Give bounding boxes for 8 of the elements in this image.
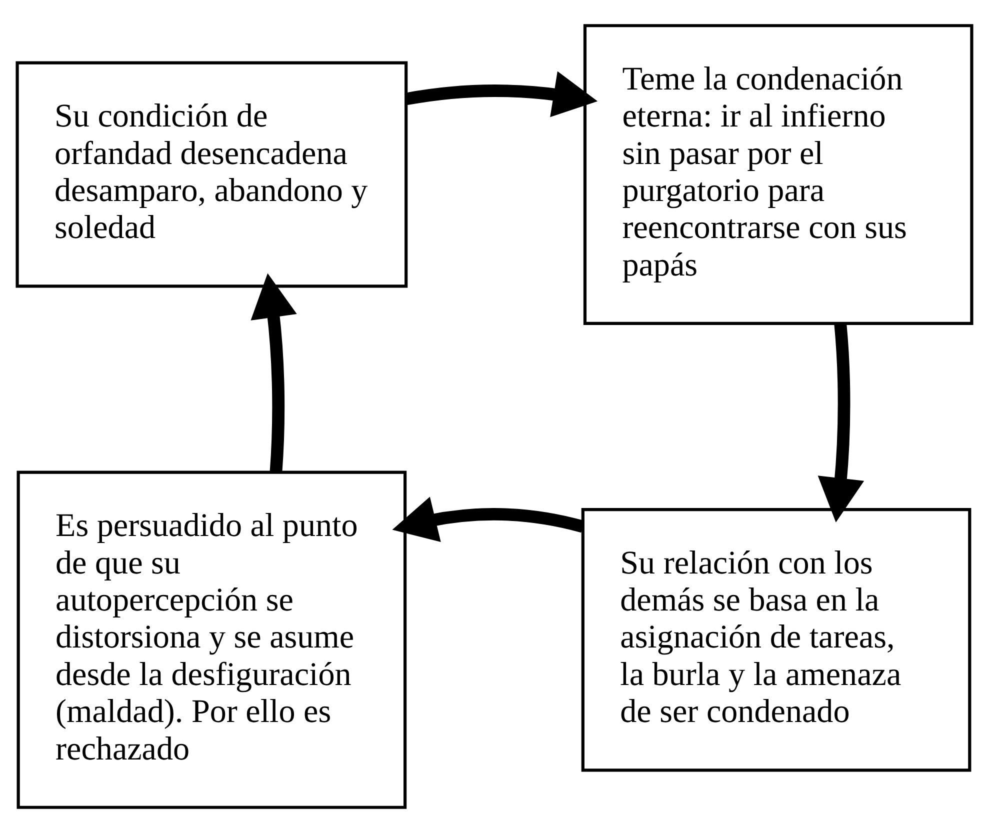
node-box: Su condición de orfandad desencadena desamparo, abandono y soledad bbox=[15, 60, 408, 288]
node-box: Su relación con los demás se basa en la asignación de tareas, la burla y la amenaza de ser condenado bbox=[580, 508, 971, 772]
node-box: Teme la condenación eterna: ir al infierno sin pasar por el purgatorio para reencontrarse con sus papás bbox=[582, 24, 973, 324]
arrow bbox=[392, 496, 584, 542]
arrow bbox=[250, 272, 296, 472]
arrow bbox=[817, 322, 864, 522]
node-box: Es persuadido al punto de que su autopercepción se distorsiona y se asume desde la desfiguración (maldad). Por ello es rechazado bbox=[16, 470, 406, 808]
arrow bbox=[404, 70, 598, 117]
